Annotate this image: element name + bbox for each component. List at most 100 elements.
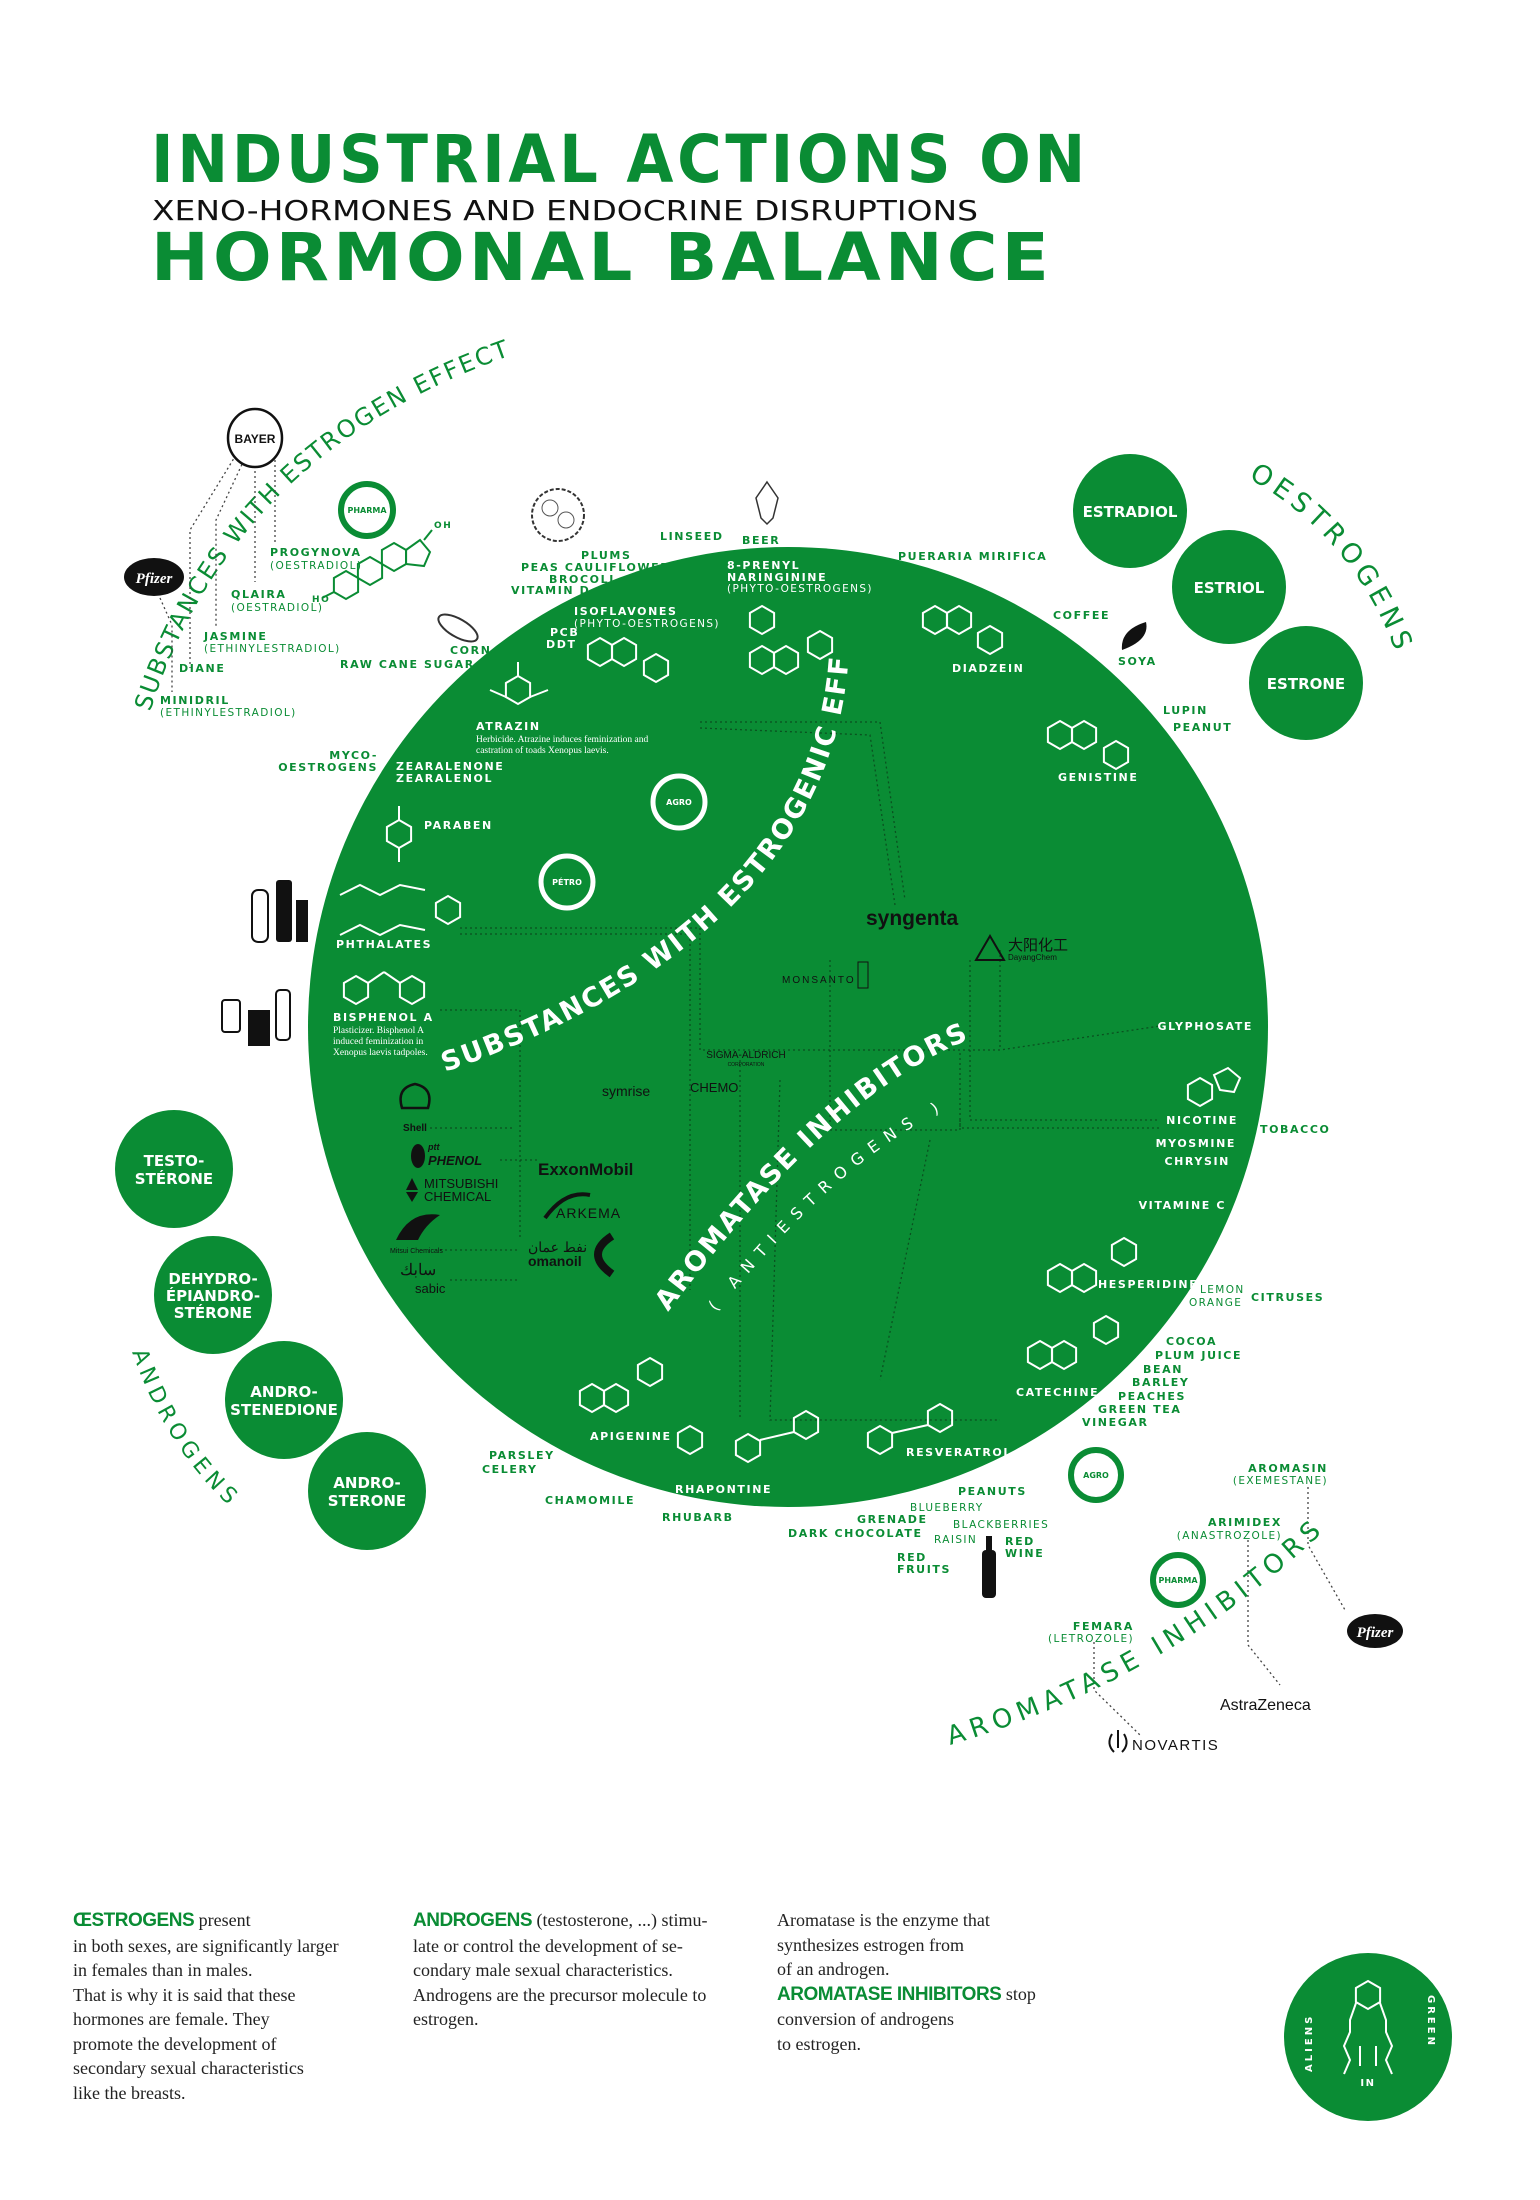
corn-icon: [437, 613, 479, 643]
main-circle: [308, 547, 1268, 1507]
aromatase-inhibitors-heading: AROMATASE INHIBITORS: [943, 1512, 1331, 1752]
hormone-testosterone[interactable]: TESTO-STÉRONE: [115, 1110, 233, 1228]
food-corn: CORN: [450, 644, 492, 657]
note-line: stop: [1001, 1983, 1036, 2004]
drug-qlaira: QLAIRA: [231, 588, 287, 601]
hormone-estriol[interactable]: ESTRIOL: [1172, 530, 1286, 644]
food-bean: BEAN: [1143, 1363, 1183, 1376]
compound-chrysin: CHRYSIN: [1164, 1155, 1230, 1168]
food-soya: SOYA: [1118, 655, 1157, 668]
food-plum-juice: PLUM JUICE: [1155, 1349, 1242, 1362]
myco-label-2: OESTROGENS: [278, 761, 378, 774]
pharma-ring-bottom: PHARMA: [1150, 1552, 1206, 1608]
note-aromatase: Aromatase is the enzyme that synthesizes…: [777, 1908, 1097, 2056]
note-line: present: [194, 1910, 251, 1930]
note-heading: ŒSTROGENS: [73, 1910, 195, 1931]
compound-myosmine: MYOSMINE: [1156, 1137, 1236, 1150]
note-line: conversion of androgens: [777, 2009, 954, 2029]
compound-pcb: PCB: [550, 626, 579, 639]
note-line: to estrogen.: [777, 2033, 861, 2054]
hormone-estrone[interactable]: ESTRONE: [1249, 626, 1363, 740]
dayang-sub: DayangChem: [1008, 953, 1057, 962]
atrazin-molecule: [489, 662, 549, 705]
phenol-text: PHENOL: [428, 1153, 482, 1168]
food-plums: PLUMS: [581, 549, 631, 562]
logo-exxonmobil: ExxonMobil: [538, 1160, 633, 1179]
hop-icon: [755, 480, 779, 526]
food-blueberry: BLUEBERRY: [910, 1502, 984, 1514]
logo-symrise: symrise: [602, 1083, 650, 1099]
ring-label: PHARMA: [347, 506, 387, 515]
food-blackberries: BLACKBERRIES: [953, 1519, 1049, 1531]
novartis-text: NOVARTIS: [1132, 1737, 1219, 1754]
hormone-dhea[interactable]: DEHYDRO-ÉPIANDRO-STÉRONE: [154, 1236, 272, 1354]
note-line: Androgens are the precursor molecule to: [413, 1984, 707, 2005]
food-raisin: RAISIN: [934, 1534, 977, 1546]
aliens-in-green-badge: IN ALIENS GREEN: [1284, 1953, 1452, 2121]
ring-label: AGRO: [1083, 1471, 1109, 1480]
connector-lines: [430, 721, 1161, 1421]
drug-femara-sub: (LETROZOLE): [1048, 1633, 1134, 1645]
food-brocoli: BROCOLI: [549, 573, 615, 586]
sigma-text: SIGMA-ALDRICH: [706, 1050, 785, 1061]
compound-phthalates: PHTHALATES: [336, 938, 432, 951]
ring-label: PHARMA: [1158, 1576, 1198, 1585]
hormone-label: ESTRIOL: [1194, 579, 1265, 597]
title-subtitle: XENO-HORMONES AND ENDOCRINE DISRUPTIONS: [152, 194, 978, 227]
food-dark-chocolate: DARK CHOCOLATE: [788, 1527, 923, 1540]
sabic-text: sabic: [415, 1281, 446, 1296]
food-coffee: COFFEE: [1053, 609, 1110, 622]
oh-label: OH: [434, 521, 452, 531]
logo-novartis: NOVARTIS: [1108, 1730, 1219, 1754]
note-line: like the breasts.: [73, 2082, 186, 2103]
pfizer-text: Pfizer: [1357, 1625, 1394, 1641]
arkema-text: ARKEMA: [556, 1205, 621, 1221]
note-line: condary male sexual characteristics.: [413, 1960, 673, 1980]
food-red-wine-1: RED: [1005, 1535, 1035, 1548]
compound-bisphenol-a: BISPHENOL A: [333, 1011, 434, 1024]
shell-text: Shell: [403, 1123, 427, 1134]
hormone-estradiol[interactable]: ESTRADIOL: [1073, 454, 1187, 568]
drug-jasmine-sub: (ETHINYLESTRADIOL): [204, 643, 341, 655]
note-heading: AROMATASE INHIBITORS: [777, 1983, 1002, 2005]
logo-astrazeneca: AstraZeneca: [1220, 1697, 1311, 1714]
bayer-logo: BAYER: [226, 407, 284, 469]
food-tobacco: TOBACCO: [1260, 1123, 1330, 1136]
cauliflower-icon: [531, 488, 585, 542]
hormone-label: ANDRO-STENEDIONE: [230, 1383, 338, 1419]
logo-syngenta: syngenta: [866, 907, 959, 930]
androgens-heading: ANDROGENS: [126, 1345, 245, 1512]
ptt-text: ptt: [427, 1142, 440, 1152]
myco-label-1: MYCO-: [329, 749, 378, 762]
note-line: hormones are female. They: [73, 2009, 270, 2029]
hormone-androsterone[interactable]: ANDRO-STERONE: [308, 1432, 426, 1550]
note-line: Aromatase is the enzyme that: [777, 1910, 990, 1930]
hormone-label: TESTO-STÉRONE: [135, 1152, 213, 1188]
compound-apigenine: APIGENINE: [590, 1430, 672, 1443]
omanoil-arabic: نفط عمان: [528, 1239, 587, 1255]
hormone-androstenedione[interactable]: ANDRO-STENEDIONE: [225, 1341, 343, 1459]
atrazin-desc-2: castration of toads Xenopus laevis.: [476, 745, 609, 756]
badge-right-text: GREEN: [1425, 1995, 1436, 2048]
compound-diadzein: DIADZEIN: [952, 662, 1024, 675]
hormone-label: ANDRO-STERONE: [328, 1474, 406, 1510]
logo-chemo: CHEMO: [690, 1080, 738, 1095]
food-cocoa: COCOA: [1166, 1335, 1217, 1348]
compound-nicotine: NICOTINE: [1166, 1114, 1238, 1127]
food-peas-cauliflower: PEAS CAULIFLOWER: [521, 561, 670, 574]
ring-label: PÉTRO: [552, 876, 582, 887]
logo-shell: Shell: [399, 1082, 431, 1134]
monsanto-text: MONSANTO: [782, 975, 856, 986]
food-orange: ORANGE: [1189, 1297, 1242, 1309]
compound-paraben: PARABEN: [424, 819, 493, 832]
food-raw-cane-sugar: RAW CANE SUGAR: [340, 658, 475, 671]
food-vinegar: VINEGAR: [1082, 1416, 1149, 1429]
badge-left-text: ALIENS: [1304, 2014, 1315, 2072]
plastic-bottles-icon: [251, 880, 308, 943]
food-pueraria: PUERARIA MIRIFICA: [898, 550, 1047, 563]
food-grenade: GRENADE: [857, 1513, 928, 1526]
logo-monsanto: MONSANTO: [782, 961, 869, 989]
